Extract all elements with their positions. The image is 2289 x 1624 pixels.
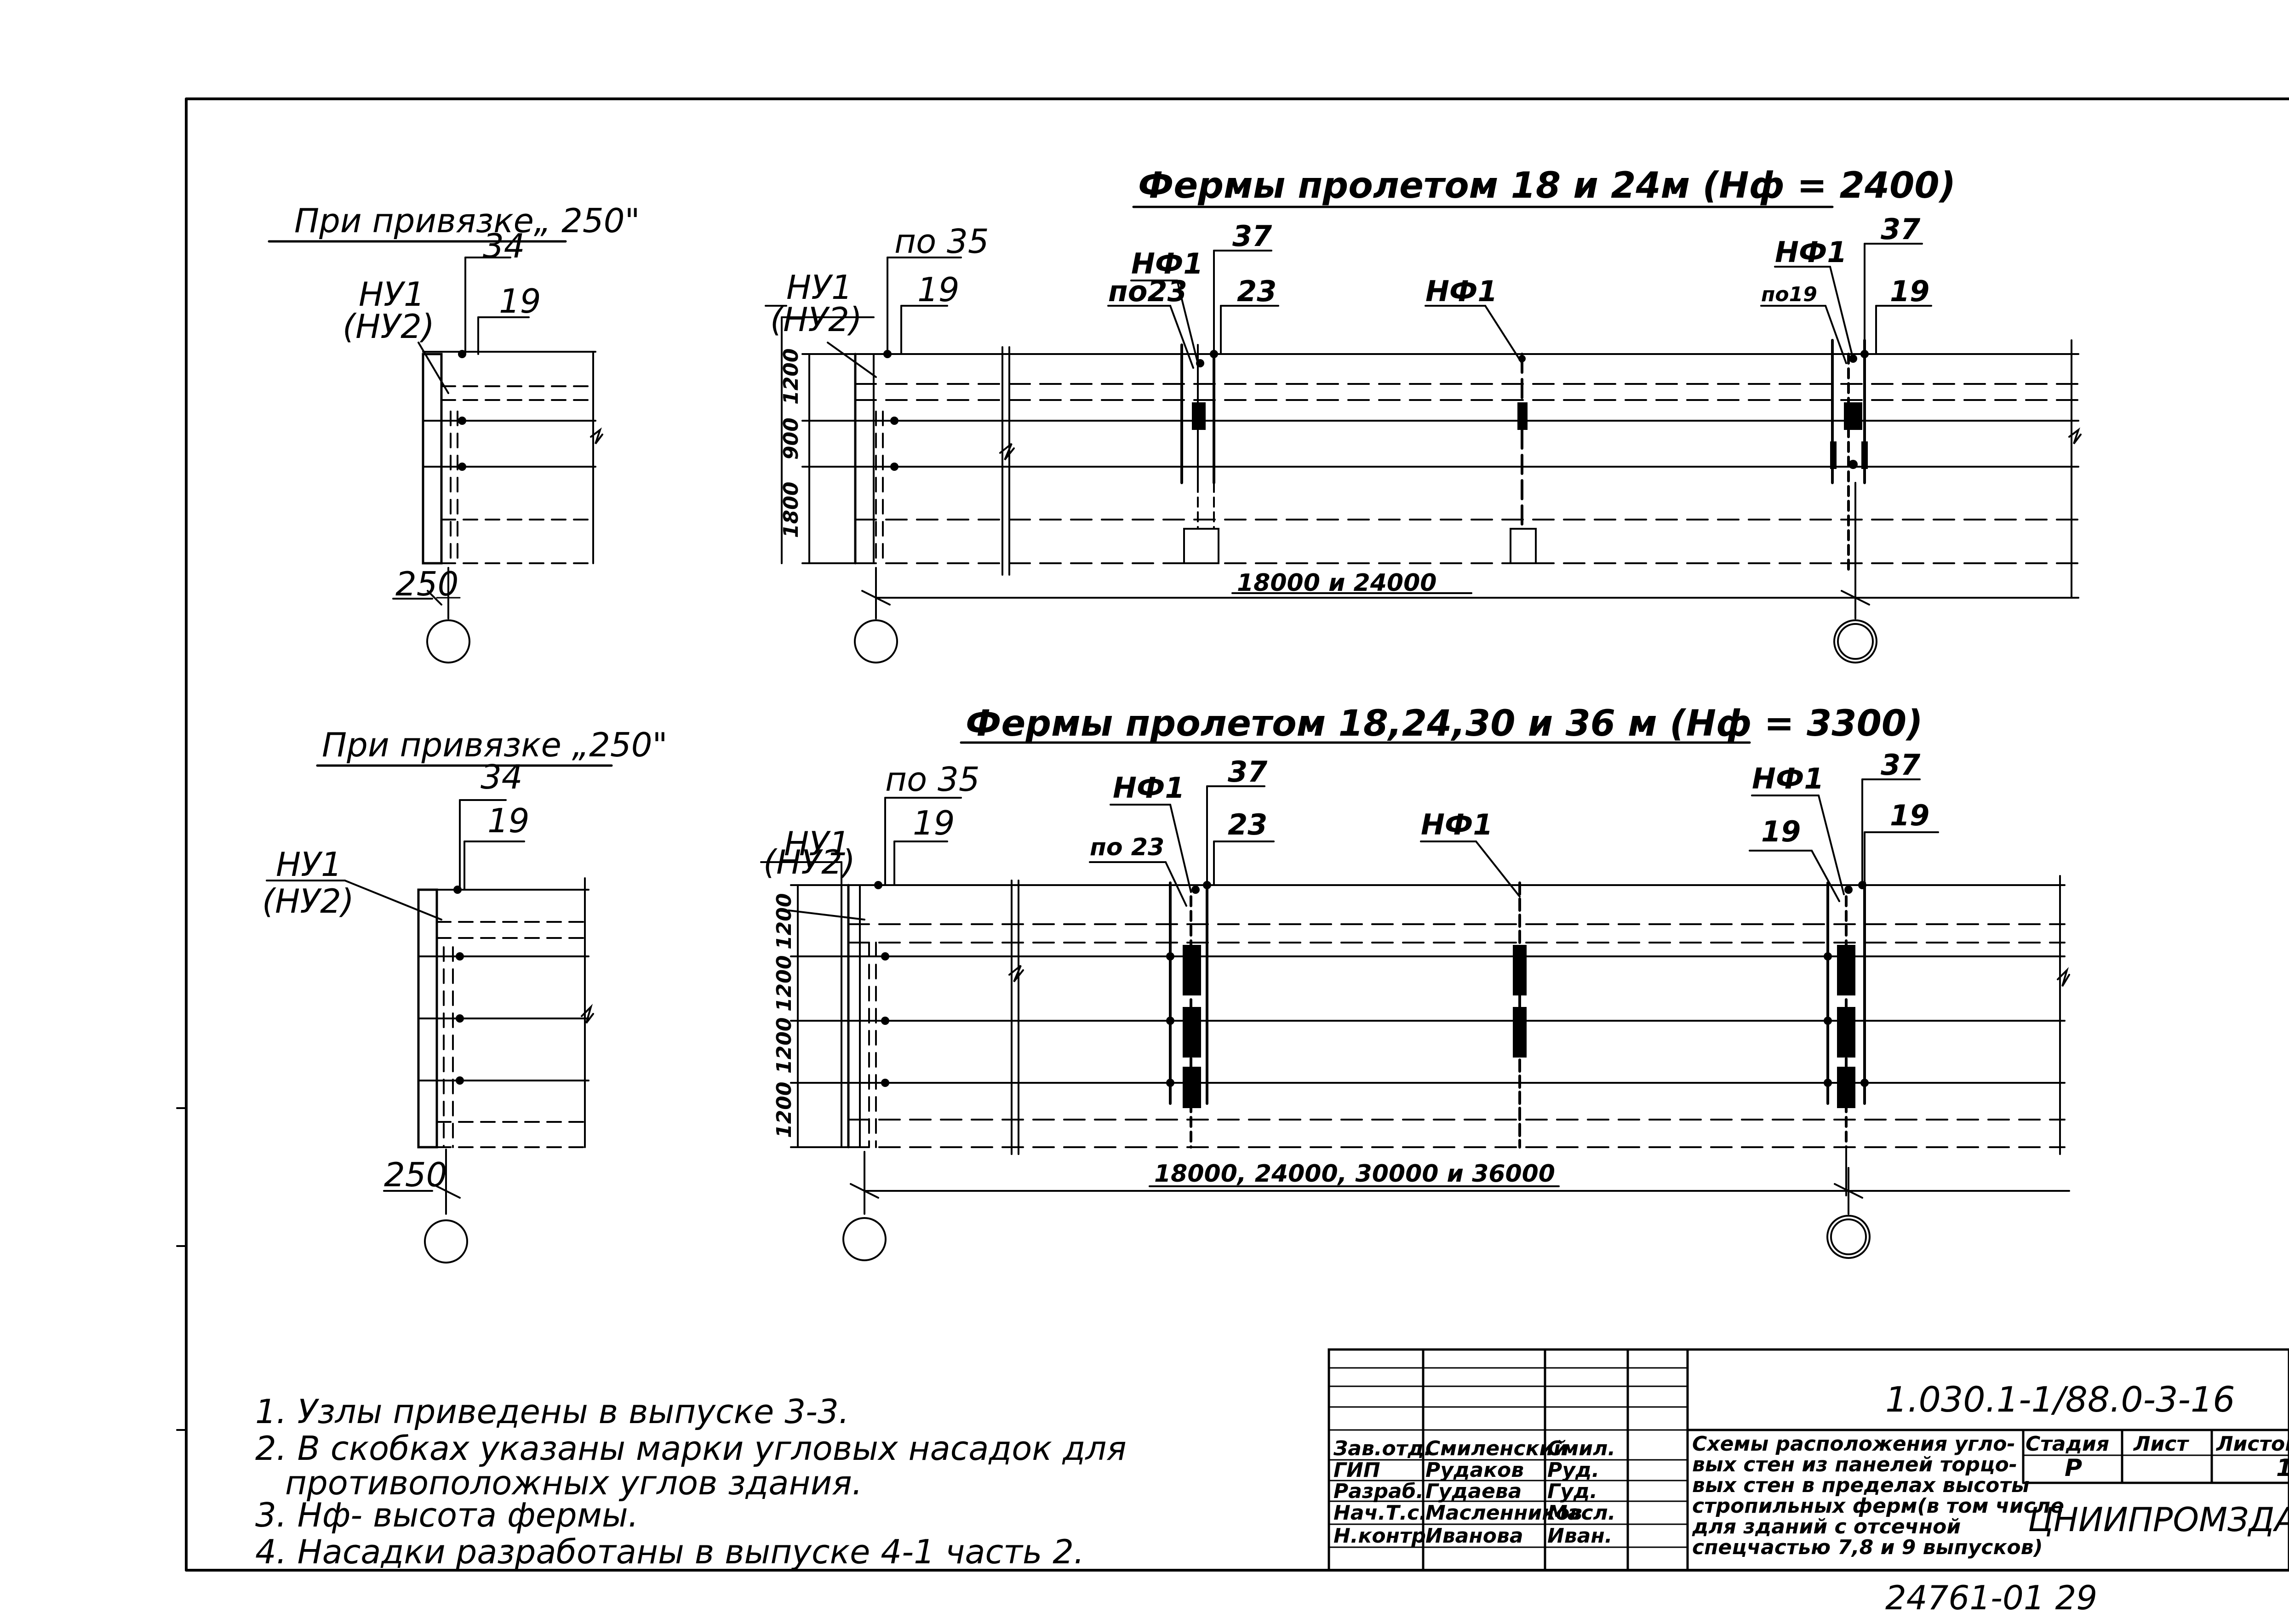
role-1: Зав.отд.	[1333, 1437, 1432, 1460]
top-left-nodes	[458, 350, 466, 471]
organization: ЦНИИПРОМЗДАНИЙ	[2028, 1500, 2289, 1539]
top-mark-37a: 37	[1232, 219, 1272, 253]
bottom-left-hu2: (НУ2)	[262, 882, 354, 921]
description-2: вых стен из панелей торцо-	[1692, 1453, 2017, 1476]
top-mark-19a: 19	[917, 270, 960, 309]
top-hu2: (НУ2)	[770, 300, 862, 339]
top-left-title: При привязке„ 250"	[294, 201, 640, 240]
header-sheet: Лист	[2133, 1432, 2189, 1456]
document-code: 1.030.1-1/88.0-3-16	[1885, 1379, 2235, 1420]
bottom-dim-1200c: 1200	[773, 1018, 796, 1074]
bottom-hu2: (НУ2)	[763, 843, 855, 881]
name-4: Масленников	[1425, 1501, 1582, 1525]
top-po23: по23	[1108, 274, 1187, 308]
bottom-mark-19a: 19	[913, 804, 955, 842]
name-3: Гудаева	[1425, 1480, 1522, 1503]
top-dim-900a: 900	[779, 417, 803, 460]
bottom-main-title: Фермы пролетом 18,24,30 и 36 м (Нф = 330…	[966, 703, 1923, 744]
note-4: 4. Насадки разработаны в выпуске 4-1 час…	[255, 1533, 1084, 1571]
bottom-mark-37b: 37	[1881, 748, 1921, 782]
top-dim-1800: 1800	[779, 482, 803, 538]
bottom-po23: по 23	[1090, 834, 1164, 861]
note-2: 2. В скобках указаны марки угловых насад…	[255, 1429, 1127, 1468]
role-5: Н.контр.	[1333, 1524, 1434, 1548]
bottom-mark-19b: 19	[1890, 799, 1929, 832]
title-block-grid	[1328, 1348, 2289, 1572]
top-span: 18000 и 24000	[1237, 569, 1436, 597]
name-1: Смиленский	[1425, 1437, 1568, 1460]
note-2-cont: противоположных углов здания.	[285, 1464, 863, 1502]
role-3: Разраб.	[1333, 1480, 1424, 1503]
top-dim-1200: 1200	[779, 349, 803, 405]
top-po19: по19	[1761, 283, 1817, 306]
archive-number: 24761-01 29	[1885, 1578, 2097, 1617]
top-left-detail	[268, 240, 603, 663]
stage-value: Р	[2065, 1454, 2082, 1482]
signature-1: Смил.	[1547, 1437, 1615, 1460]
top-main-title: Фермы пролетом 18 и 24м (Нф = 2400)	[1138, 165, 1956, 206]
bottom-dim-1200b: 1200	[773, 955, 796, 1012]
role-4: Нач.Т.с.	[1333, 1501, 1427, 1525]
bottom-main-diagram	[760, 741, 2070, 1261]
top-mark-37b: 37	[1881, 212, 1921, 246]
top-main-diagram	[765, 206, 2082, 663]
top-left-offset: 250	[395, 565, 458, 603]
header-stage: Стадия	[2026, 1432, 2109, 1456]
name-5: Иванова	[1425, 1524, 1523, 1548]
top-mark-23: 23	[1237, 274, 1276, 308]
bottom-mark-23: 23	[1228, 808, 1267, 841]
bottom-left-mark-34: 34	[481, 758, 523, 796]
top-mark-19b: 19	[1890, 274, 1929, 308]
top-left-mark-34: 34	[483, 227, 525, 265]
bottom-left-mark-19: 19	[487, 801, 530, 840]
top-left-hu1: НУ1	[359, 275, 425, 314]
bottom-hu1: НУ1	[784, 824, 850, 863]
bottom-nf1a: НФ1	[1113, 771, 1185, 805]
bottom-nf1c: НФ1	[1752, 762, 1824, 795]
signature-5: Иван.	[1547, 1524, 1612, 1548]
bottom-left-title: При привязке „250"	[322, 726, 668, 764]
bottom-left-hu1: НУ1	[276, 845, 342, 884]
sheet-value: 1	[2276, 1454, 2289, 1482]
bottom-mark-19c: 19	[1761, 815, 1801, 848]
bottom-left-nodes	[453, 886, 464, 1085]
top-left-hu2: (НУ2)	[343, 307, 435, 346]
top-left-mark-19: 19	[499, 282, 541, 320]
bottom-nf1b: НФ1	[1421, 808, 1493, 841]
signature-4: Масл.	[1547, 1501, 1616, 1525]
note-3: 3. Нф- высота фермы.	[255, 1496, 639, 1534]
description-4: стропильных ферм(в том числе	[1692, 1494, 2064, 1518]
role-2: ГИП	[1333, 1458, 1380, 1482]
bottom-dim-1200d: 1200	[773, 1082, 796, 1138]
bottom-dim-1200a: 1200	[773, 893, 796, 949]
top-nf1b: НФ1	[1425, 274, 1498, 308]
bottom-main-nodes	[874, 881, 1869, 1108]
top-nf1c: НФ1	[1775, 235, 1847, 269]
signature-3: Гуд.	[1547, 1480, 1597, 1503]
description-1: Схемы расположения угло-	[1692, 1432, 2015, 1456]
bottom-left-offset: 250	[384, 1155, 447, 1194]
bottom-mark-37a: 37	[1228, 755, 1268, 789]
top-po35: по 35	[894, 222, 989, 261]
description-5: для зданий с отсечной	[1692, 1515, 1961, 1538]
top-nf1a: НФ1	[1131, 247, 1203, 280]
bottom-po35: по 35	[885, 760, 980, 799]
signature-2: Руд.	[1547, 1458, 1599, 1482]
note-1: 1. Узлы приведены в выпуске 3-3.	[255, 1392, 849, 1431]
description-3: вых стен в пределах высоты	[1692, 1474, 2030, 1497]
bottom-left-detail	[266, 764, 613, 1264]
description-6: спецчастью 7,8 и 9 выпусков)	[1692, 1536, 2043, 1559]
header-sheets: Листов	[2215, 1432, 2289, 1456]
top-main-nodes	[883, 350, 1869, 471]
name-2: Рудаков	[1425, 1458, 1524, 1482]
top-hu1: НУ1	[786, 268, 853, 307]
bottom-span: 18000, 24000, 30000 и 36000	[1154, 1160, 1555, 1188]
